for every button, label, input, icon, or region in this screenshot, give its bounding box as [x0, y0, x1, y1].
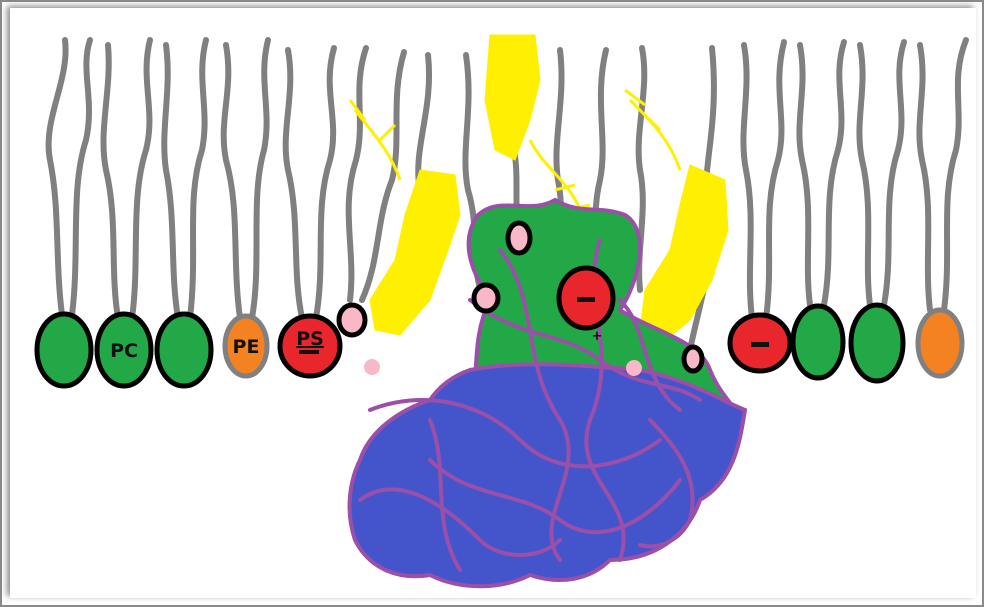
ps-label: PS: [296, 328, 324, 350]
positive-charge-sign: +: [592, 329, 603, 344]
pink-head: [684, 347, 702, 371]
negative-charge-center: [577, 297, 595, 302]
pink-dot: [626, 360, 642, 376]
pc-head: [37, 314, 91, 386]
pe-head: [918, 310, 962, 376]
pink-dot: [364, 359, 380, 375]
pc-head: [851, 305, 903, 381]
glycolipid-left: [370, 170, 460, 335]
pink-head: [508, 223, 530, 253]
negative-charge-right: [751, 342, 769, 347]
pink-head: [339, 305, 365, 335]
ps-charge-bar: [299, 350, 319, 354]
pc-head: [157, 314, 211, 386]
pc-label: PC: [110, 340, 138, 362]
pe-label: PE: [233, 336, 260, 358]
pink-head: [474, 285, 498, 311]
pc-head: [793, 306, 843, 378]
glycolipid-right: [640, 165, 728, 345]
